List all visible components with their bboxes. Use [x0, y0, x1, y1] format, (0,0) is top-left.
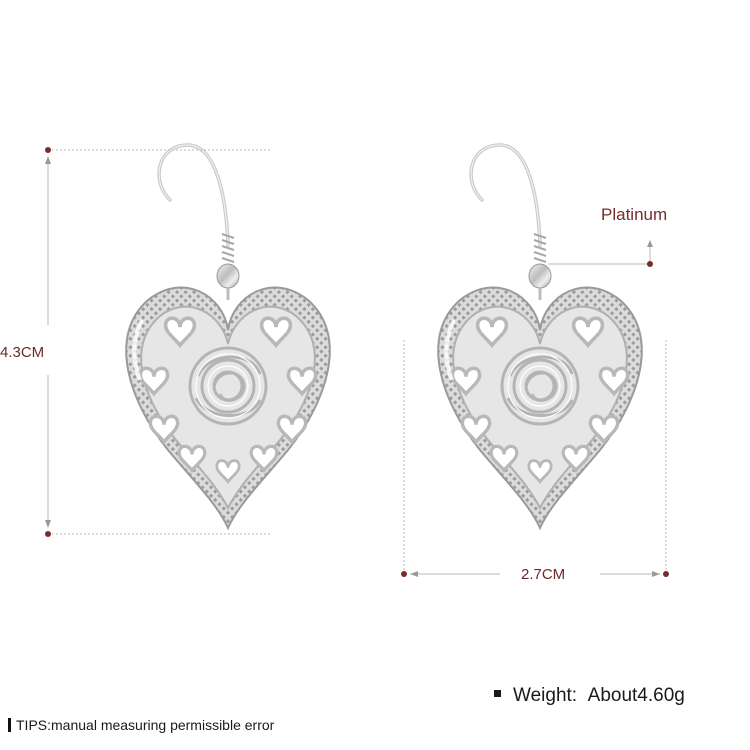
bullet-icon — [494, 690, 501, 698]
left-earring-image — [126, 145, 330, 528]
weight-label: Weight: — [513, 685, 578, 706]
bar-icon — [8, 718, 11, 733]
material-label: Platinum — [601, 205, 668, 224]
height-dimension — [45, 147, 272, 537]
weight-info: Weight: About4.60g — [494, 685, 685, 707]
right-earring-image — [438, 145, 642, 528]
material-pointer — [548, 240, 653, 267]
weight-value: About4.60g — [587, 685, 685, 706]
width-dimension — [401, 340, 669, 577]
tips-text: TIPS:manual measuring permissible error — [16, 717, 275, 733]
height-measurement-label: 4.3CM — [0, 344, 45, 361]
width-measurement-label: 2.7CM — [521, 566, 566, 583]
tips-note: TIPS:manual measuring permissible error — [8, 717, 274, 733]
